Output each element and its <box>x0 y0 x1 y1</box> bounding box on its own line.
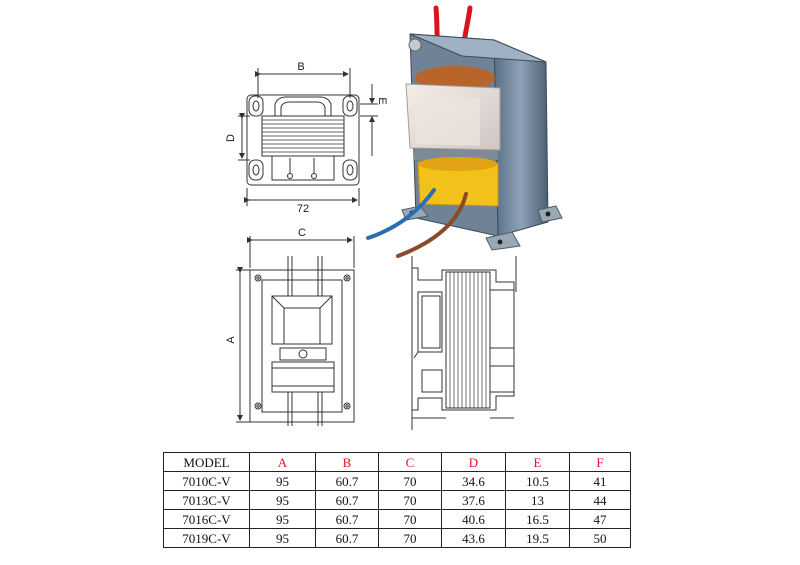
cell-a: 95 <box>249 528 316 548</box>
cell-e: 16.5 <box>505 509 570 529</box>
cell-a: 95 <box>249 471 316 491</box>
spec-table: MODEL A B C D E F 7010C-V 95 60.7 70 34.… <box>163 452 631 548</box>
table-row: 7013C-V 95 60.7 70 37.6 13 44 <box>163 490 631 510</box>
header-e: E <box>505 452 570 472</box>
cell-c: 70 <box>378 509 442 529</box>
cell-e: 13 <box>505 490 570 510</box>
table-row: 7010C-V 95 60.7 70 34.6 10.5 41 <box>163 471 631 491</box>
header-b: B <box>315 452 379 472</box>
cell-f: 44 <box>569 490 631 510</box>
cell-model: 7019C-V <box>163 528 250 548</box>
dim-label-e: E <box>376 97 388 104</box>
cell-e: 10.5 <box>505 471 570 491</box>
dim-label-d: D <box>225 134 237 142</box>
cell-b: 60.7 <box>315 490 379 510</box>
cell-f: 41 <box>569 471 631 491</box>
front-view <box>236 236 355 426</box>
cell-b: 60.7 <box>315 471 379 491</box>
table-header-row: MODEL A B C D E F <box>163 452 631 472</box>
cell-f: 47 <box>569 509 631 529</box>
dim-label-a: A <box>225 336 237 344</box>
top-view <box>238 68 378 206</box>
cell-e: 19.5 <box>505 528 570 548</box>
cell-a: 95 <box>249 509 316 529</box>
cell-d: 40.6 <box>441 509 506 529</box>
transformer-drawing: B E D 72 C A <box>225 5 563 430</box>
cell-c: 70 <box>378 471 442 491</box>
header-c: C <box>378 452 442 472</box>
cell-b: 60.7 <box>315 528 379 548</box>
dim-label-72: 72 <box>297 203 309 215</box>
cell-c: 70 <box>378 528 442 548</box>
header-a: A <box>249 452 316 472</box>
cell-d: 43.6 <box>441 528 506 548</box>
table-row: 7019C-V 95 60.7 70 43.6 19.5 50 <box>163 528 631 548</box>
cell-c: 70 <box>378 490 442 510</box>
dim-label-b: B <box>297 61 304 73</box>
cell-b: 60.7 <box>315 509 379 529</box>
header-d: D <box>441 452 506 472</box>
header-model: MODEL <box>163 452 250 472</box>
dim-label-c: C <box>298 227 306 239</box>
header-f: F <box>569 452 631 472</box>
transformer-photo <box>366 5 563 258</box>
cell-d: 37.6 <box>441 490 506 510</box>
cell-model: 7010C-V <box>163 471 250 491</box>
cell-a: 95 <box>249 490 316 510</box>
cell-d: 34.6 <box>441 471 506 491</box>
cell-model: 7016C-V <box>163 509 250 529</box>
table-row: 7016C-V 95 60.7 70 40.6 16.5 47 <box>163 509 631 529</box>
side-view <box>411 256 517 430</box>
cell-f: 50 <box>569 528 631 548</box>
cell-model: 7013C-V <box>163 490 250 510</box>
